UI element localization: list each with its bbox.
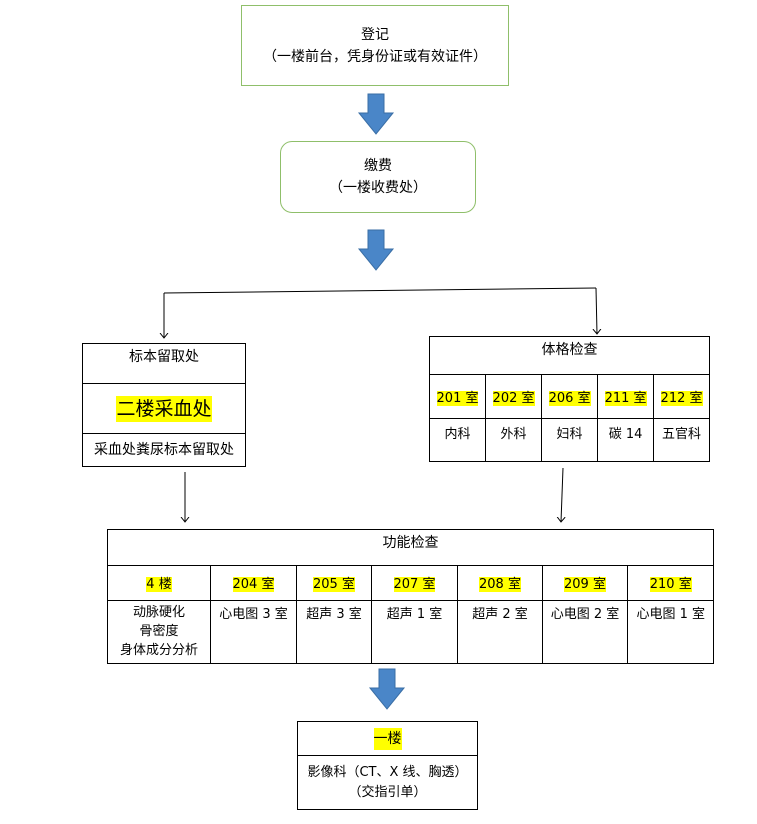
room-label: 212 室 <box>660 390 703 406</box>
room-label: 202 室 <box>492 390 535 406</box>
imaging-box: 一楼 影像科（CT、X 线、胸透） （交指引单） <box>297 721 478 810</box>
register-title: 登记 <box>361 26 389 43</box>
room-cell: 202 室 <box>485 375 543 419</box>
room-label: 205 室 <box>313 577 355 593</box>
room-label: 210 室 <box>649 577 692 593</box>
exam-item-cell: 超声 3 室 <box>296 599 372 664</box>
specimen-header: 标本留取处 <box>83 344 245 384</box>
exam-item-cell: 动脉硬化 骨密度 身体成分分析 <box>107 599 211 664</box>
physical-exam-box: 体格检查 201 室 202 室 206 室 211 室 212 室 内科 外科… <box>428 336 710 462</box>
specimen-box: 标本留取处 二楼采血处 采血处粪尿标本留取处 <box>82 343 246 467</box>
physical-exam-header: 体格检查 <box>430 337 709 375</box>
payment-box: 缴费 （一楼收费处） <box>280 141 476 213</box>
down-arrow-2-icon <box>357 229 395 271</box>
room-cell: 212 室 <box>653 375 709 419</box>
exam-item-cell: 心电图 1 室 <box>627 599 714 664</box>
function-exam-box: 功能检查 4 楼 204 室 205 室 207 室 208 室 209 室 2… <box>107 529 714 664</box>
exam-item-cell: 超声 1 室 <box>371 599 458 664</box>
exam-item-cell: 超声 2 室 <box>457 599 543 664</box>
room-cell: 206 室 <box>541 375 599 419</box>
register-box: 登记 （一楼前台，凭身份证或有效证件） <box>241 5 509 86</box>
room-cell: 204 室 <box>210 566 297 601</box>
room-cell: 211 室 <box>597 375 655 419</box>
room-cell: 209 室 <box>542 566 628 601</box>
imaging-floor-cell: 一楼 <box>298 722 477 756</box>
room-label: 211 室 <box>604 390 647 406</box>
department-cell: 碳 14 <box>597 417 655 461</box>
room-cell: 205 室 <box>296 566 372 601</box>
imaging-note: （交指引单） <box>348 785 427 800</box>
function-exam-table: 4 楼 204 室 205 室 207 室 208 室 209 室 210 室 … <box>107 566 714 664</box>
department-cell: 五官科 <box>653 417 709 461</box>
payment-subtitle: （一楼收费处） <box>329 180 427 196</box>
department-cell: 妇科 <box>541 417 599 461</box>
imaging-content: 影像科（CT、X 线、胸透） （交指引单） <box>298 756 477 810</box>
room-label: 206 室 <box>548 390 591 406</box>
department-cell: 外科 <box>485 417 543 461</box>
room-label: 209 室 <box>564 577 606 593</box>
room-cell: 208 室 <box>457 566 543 601</box>
department-cell: 内科 <box>428 417 487 461</box>
room-label: 204 室 <box>232 577 275 593</box>
physical-to-function-line <box>561 467 563 522</box>
specimen-location: 二楼采血处 <box>116 395 212 422</box>
exam-item-cell: 心电图 3 室 <box>210 599 297 664</box>
branch-line <box>163 287 597 294</box>
room-label: 201 室 <box>436 390 479 406</box>
room-cell: 4 楼 <box>107 566 211 601</box>
room-label: 208 室 <box>479 577 521 593</box>
down-arrow-3-icon <box>368 668 406 710</box>
imaging-floor: 一楼 <box>373 727 402 750</box>
room-label: 207 室 <box>393 577 436 593</box>
room-label: 4 楼 <box>146 577 172 593</box>
imaging-title: 影像科（CT、X 线、胸透） <box>307 765 468 780</box>
room-cell: 201 室 <box>428 375 487 419</box>
branch-right-line <box>596 287 597 334</box>
physical-exam-table: 201 室 202 室 206 室 211 室 212 室 内科 外科 妇科 碳… <box>428 375 709 461</box>
specimen-location-cell: 二楼采血处 <box>83 384 245 434</box>
down-arrow-1-icon <box>357 93 395 135</box>
room-cell: 207 室 <box>371 566 458 601</box>
room-cell: 210 室 <box>627 566 714 601</box>
function-exam-header: 功能检查 <box>108 530 713 566</box>
payment-title: 缴费 <box>364 158 392 174</box>
register-subtitle: （一楼前台，凭身份证或有效证件） <box>263 48 487 65</box>
exam-item-cell: 心电图 2 室 <box>542 599 628 664</box>
specimen-note: 采血处粪尿标本留取处 <box>94 442 234 458</box>
